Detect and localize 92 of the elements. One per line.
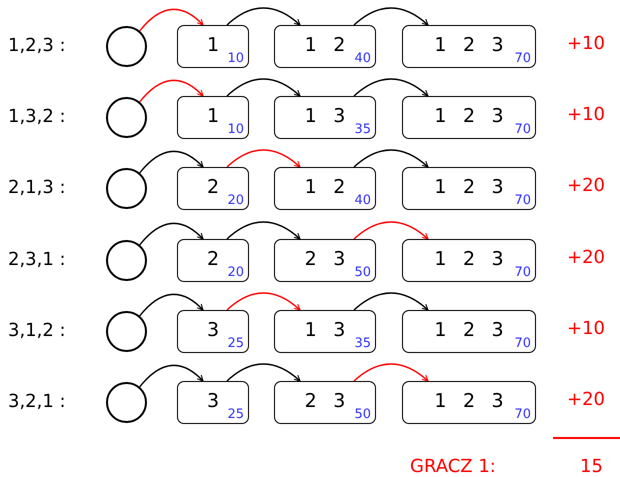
curved-arrow	[354, 292, 429, 311]
set-box	[274, 381, 376, 424]
order-label: 2,3,1 :	[8, 249, 66, 271]
set-elements: 3	[206, 319, 220, 341]
empty-circle	[106, 97, 147, 138]
subscript-value: 40	[354, 193, 371, 208]
set-elements: 2 3	[304, 248, 346, 270]
curved-arrow	[139, 8, 204, 32]
curved-arrow	[354, 221, 429, 240]
set-elements: 1	[206, 105, 220, 127]
curved-arrow	[226, 149, 301, 168]
set-box	[177, 239, 249, 282]
score-label: +10	[567, 318, 605, 340]
set-elements: 1 2 3	[433, 105, 505, 127]
subscript-value: 20	[227, 193, 244, 208]
set-box	[274, 96, 376, 139]
set-box	[274, 239, 376, 282]
subscript-value: 70	[514, 336, 531, 351]
subscript-value: 50	[354, 407, 371, 422]
set-box	[177, 381, 249, 424]
curved-arrow	[139, 222, 204, 246]
set-box	[402, 167, 536, 210]
order-label: 3,2,1 :	[8, 391, 66, 413]
set-elements: 2	[206, 248, 220, 270]
set-box	[177, 167, 249, 210]
empty-circle	[106, 382, 147, 423]
curved-arrow	[226, 292, 301, 311]
set-elements: 1 3	[304, 105, 346, 127]
set-box	[177, 25, 249, 68]
score-label: +20	[567, 175, 605, 197]
set-elements: 3	[206, 390, 220, 412]
subscript-value: 40	[354, 51, 371, 66]
set-elements: 1 2 3	[433, 248, 505, 270]
set-elements: 1 3	[304, 319, 346, 341]
score-label: +20	[567, 247, 605, 269]
subscript-value: 70	[514, 122, 531, 137]
curved-arrow	[139, 150, 204, 174]
set-box	[274, 167, 376, 210]
player-label: GRACZ 1:	[410, 456, 496, 477]
subscript-value: 50	[354, 265, 371, 280]
set-elements: 2 3	[304, 390, 346, 412]
subscript-value: 20	[227, 265, 244, 280]
curved-arrow	[354, 78, 429, 97]
set-box	[274, 310, 376, 353]
subscript-value: 10	[227, 51, 244, 66]
subscript-value: 25	[227, 336, 244, 351]
set-elements: 1	[206, 34, 220, 56]
set-elements: 1 2 3	[433, 390, 505, 412]
empty-circle	[106, 26, 147, 67]
set-box	[177, 96, 249, 139]
curved-arrow	[226, 363, 301, 382]
score-label: +10	[567, 33, 605, 55]
order-label: 1,2,3 :	[8, 35, 66, 57]
curved-arrow	[139, 294, 204, 316]
curved-arrow	[354, 363, 429, 382]
order-label: 3,1,2 :	[8, 320, 66, 342]
subscript-value: 70	[514, 265, 531, 280]
order-label: 1,3,2 :	[8, 106, 66, 128]
set-elements: 1 2	[304, 34, 346, 56]
empty-circle	[106, 168, 147, 209]
set-box	[402, 239, 536, 282]
set-elements: 2	[206, 176, 220, 198]
subscript-value: 70	[514, 407, 531, 422]
set-elements: 1 2	[304, 176, 346, 198]
score-label: +10	[567, 104, 605, 126]
set-box	[402, 310, 536, 353]
curved-arrow	[354, 149, 429, 168]
subscript-value: 70	[514, 51, 531, 66]
subscript-value: 70	[514, 193, 531, 208]
set-box	[402, 381, 536, 424]
set-box	[402, 25, 536, 68]
subscript-value: 25	[227, 407, 244, 422]
curved-arrow	[226, 78, 301, 97]
curved-arrow	[354, 7, 429, 26]
set-elements: 1 2 3	[433, 34, 505, 56]
subscript-value: 10	[227, 122, 244, 137]
empty-circle	[106, 311, 147, 352]
set-elements: 1 2 3	[433, 319, 505, 341]
curved-arrow	[139, 364, 204, 388]
set-elements: 1 2 3	[433, 176, 505, 198]
set-box	[177, 310, 249, 353]
subscript-value: 35	[354, 336, 371, 351]
set-box	[402, 96, 536, 139]
subscript-value: 35	[354, 122, 371, 137]
total-score: 15	[580, 456, 603, 477]
set-box	[274, 25, 376, 68]
curved-arrow	[226, 7, 301, 26]
order-label: 2,1,3 :	[8, 177, 66, 199]
score-label: +20	[567, 389, 605, 411]
curved-arrow	[139, 80, 204, 102]
empty-circle	[106, 240, 147, 281]
curved-arrow	[226, 221, 301, 240]
